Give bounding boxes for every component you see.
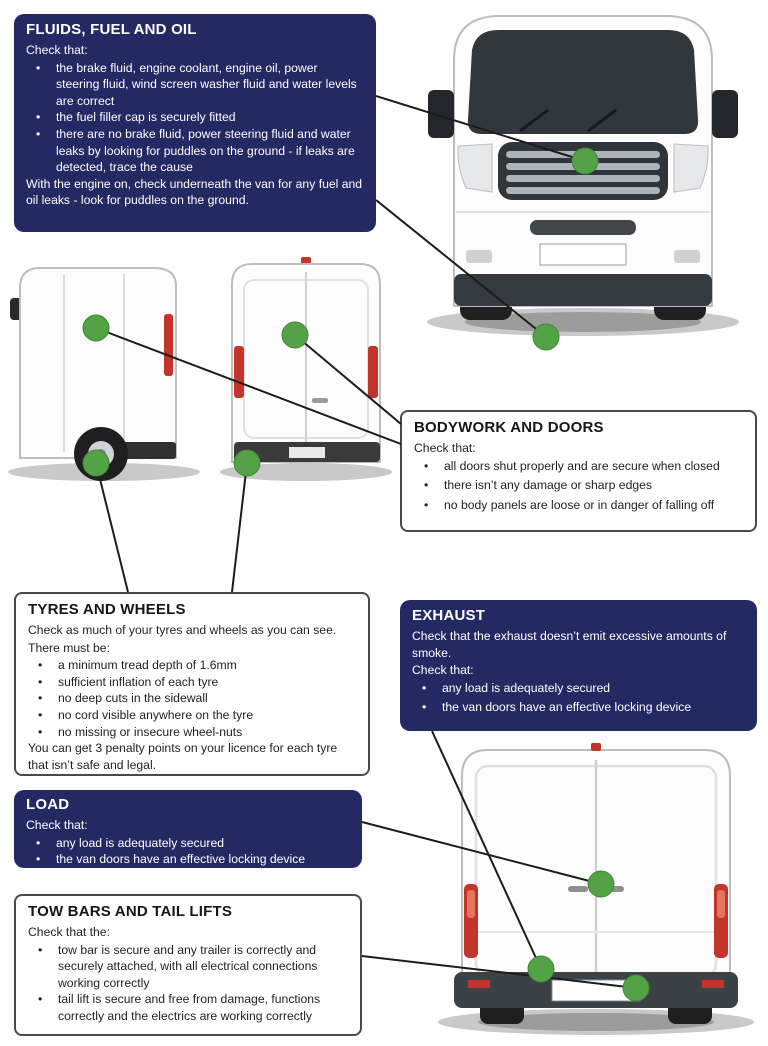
tyres-wheels-panel: TYRES AND WHEELS Check as much of your t… [14, 592, 370, 776]
checklist-item: sufficient inflation of each tyre [28, 674, 356, 691]
checklist-item: a minimum tread depth of 1.6mm [28, 657, 356, 674]
checklist-item: no deep cuts in the sidewall [28, 690, 356, 707]
bumper-reflector [468, 980, 490, 988]
left-mirror [428, 90, 454, 138]
side-rear-bumper [122, 442, 176, 459]
panel-title: TOW BARS AND TAIL LIFTS [28, 903, 233, 920]
van-rear-large-illustration [438, 743, 754, 1035]
panel-title: FLUIDS, FUEL AND OIL [26, 21, 197, 38]
checklist: all doors shut properly and are secure w… [414, 458, 743, 514]
van-front-illustration [427, 15, 739, 336]
front-bumper [454, 274, 712, 306]
checklist-item: tow bar is secure and any trailer is cor… [28, 942, 348, 992]
checklist-item: any load is adequately secured [412, 680, 745, 697]
panel-intro: Check that the exhaust doesn’t emit exce… [412, 629, 727, 660]
wheel-hub [96, 449, 106, 459]
checklist-item: any load is adequately secured [26, 835, 350, 852]
checklist-item: tail lift is secure and free from damage… [28, 991, 348, 1024]
checklist: a minimum tread depth of 1.6mm sufficien… [28, 657, 356, 740]
fluids-fuel-oil-panel: FLUIDS, FUEL AND OIL Check that: the bra… [14, 14, 376, 232]
panel-title: EXHAUST [412, 607, 486, 624]
checklist: any load is adequately secured the van d… [412, 680, 745, 716]
checklist: any load is adequately secured the van d… [26, 835, 350, 868]
panel-outro: With the engine on, check underneath the… [26, 176, 363, 208]
panel-intro: Check that: [412, 663, 474, 678]
bumper-reflector [702, 980, 724, 988]
checklist-item: there isn’t any damage or sharp edges [414, 477, 743, 494]
bodywork-doors-panel: BODYWORK AND DOORS Check that: all doors… [400, 410, 757, 532]
panel-title: TYRES AND WHEELS [28, 601, 186, 618]
panel-title: LOAD [26, 796, 70, 813]
panel-intro: Check as much of your tyres and wheels a… [28, 623, 337, 637]
fog-light [674, 250, 700, 263]
door-handle [312, 398, 328, 403]
checklist-item: the van doors have an effective locking … [412, 699, 745, 716]
checklist-item: no cord visible anywhere on the tyre [28, 707, 356, 724]
van-rear-pair-illustration [8, 257, 392, 481]
tow-bars-tail-lifts-panel: TOW BARS AND TAIL LIFTS Check that the: … [14, 894, 362, 1036]
front-number-plate [539, 243, 627, 266]
panel-intro: Check that: [26, 818, 88, 832]
roof-marker-light [591, 743, 601, 751]
panel-intro: There must be: [28, 640, 110, 655]
windshield [467, 30, 699, 134]
side-taillight [164, 314, 173, 376]
number-plate [551, 979, 641, 1002]
checklist: tow bar is secure and any trailer is cor… [28, 942, 348, 1025]
door-handle [568, 886, 588, 892]
checklist-item: the brake fluid, engine coolant, engine … [26, 60, 364, 110]
checklist-item: all doors shut properly and are secure w… [414, 458, 743, 475]
rear-right-taillight [368, 346, 378, 398]
number-plate [289, 447, 325, 458]
checklist-item: no body panels are loose or in danger of… [414, 497, 743, 514]
ground-shadow [478, 1013, 714, 1031]
checklist-item: the fuel filler cap is securely fitted [26, 109, 364, 126]
exhaust-panel: EXHAUST Check that the exhaust doesn’t e… [400, 600, 757, 731]
rear-left-taillight [234, 346, 244, 398]
right-headlight [673, 143, 709, 193]
panel-intro: Check that: [414, 441, 476, 455]
checklist-item: no missing or insecure wheel-nuts [28, 724, 356, 741]
wiper-icon [587, 108, 617, 133]
checklist: the brake fluid, engine coolant, engine … [26, 60, 364, 176]
door-handle [604, 886, 624, 892]
checklist-item: the van doors have an effective locking … [26, 851, 350, 868]
right-mirror [712, 90, 738, 138]
panel-outro: You can get 3 penalty points on your lic… [28, 741, 338, 772]
panel-intro: Check that: [26, 43, 88, 57]
panel-title: BODYWORK AND DOORS [414, 419, 604, 436]
bumper-vent [530, 220, 636, 235]
load-panel: LOAD Check that: any load is adequately … [14, 790, 362, 868]
ground-shadow [220, 463, 392, 481]
panel-intro: Check that the: [28, 925, 110, 939]
fog-light [466, 250, 492, 263]
checklist-item: there are no brake fluid, power steering… [26, 126, 364, 176]
